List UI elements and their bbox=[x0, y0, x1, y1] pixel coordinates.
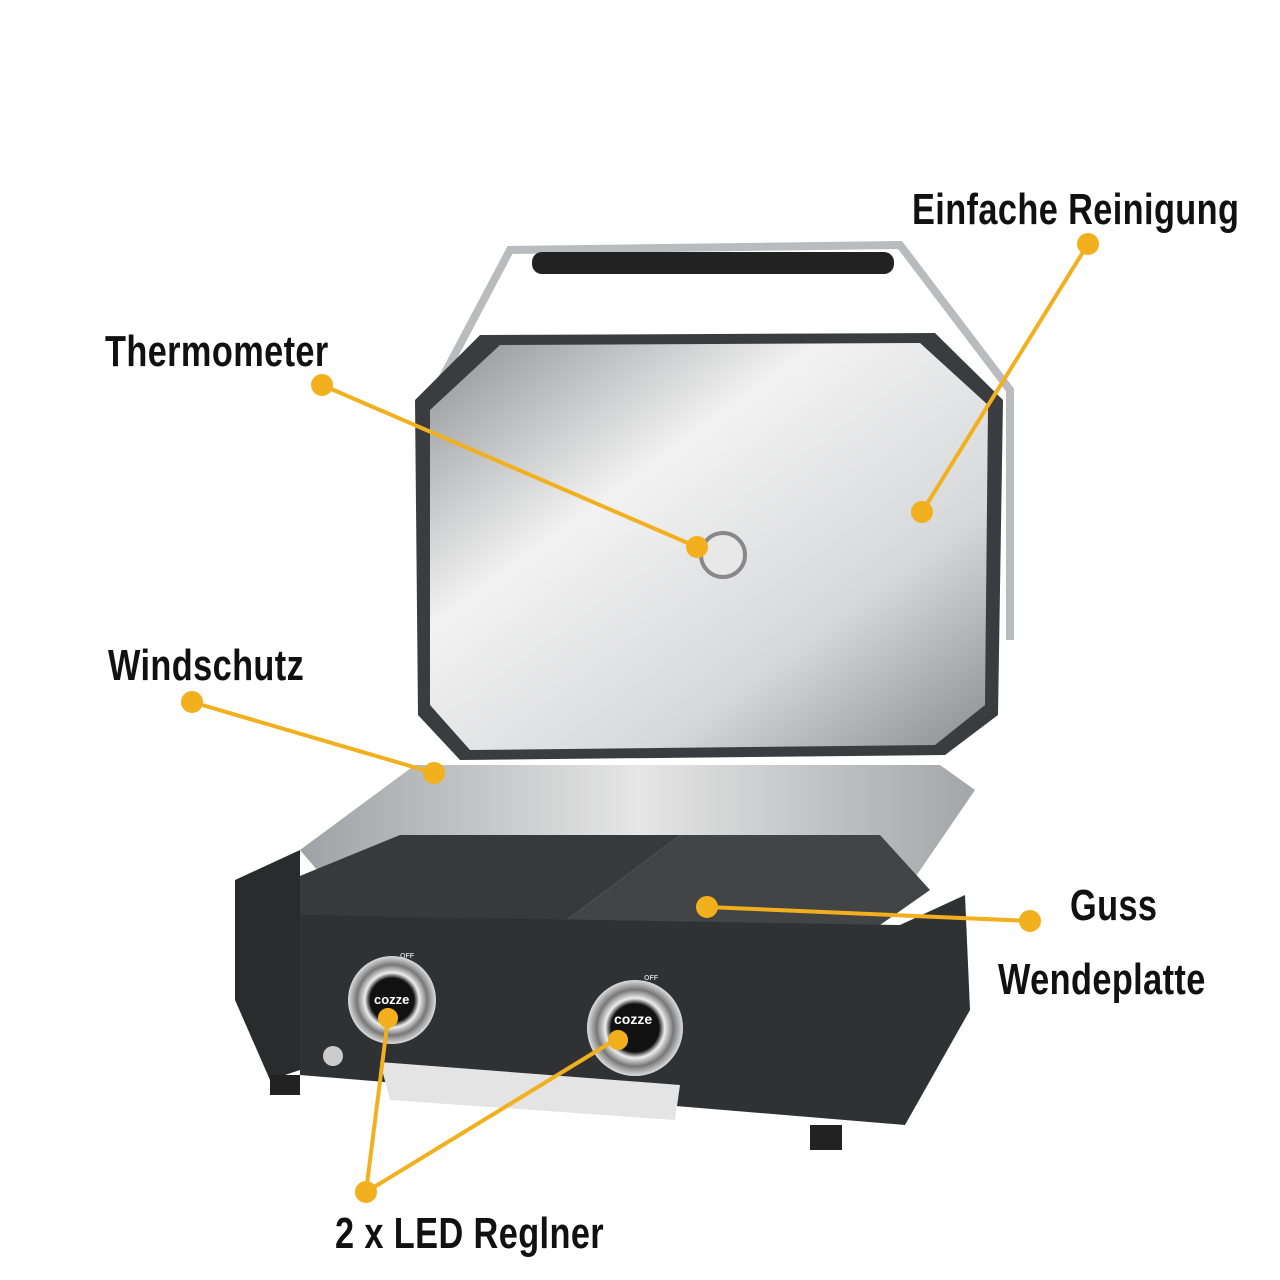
cast-plate-left bbox=[270, 835, 680, 925]
knob-right[interactable]: cozze OFF bbox=[587, 975, 683, 1076]
callout-lines-knobs bbox=[355, 1008, 628, 1203]
off-label: OFF bbox=[400, 953, 415, 960]
cast-plate-right bbox=[560, 835, 930, 925]
label-led-knobs: 2 x LED Reglner bbox=[335, 1209, 605, 1258]
label-cast-plate-line2: Wendeplatte bbox=[998, 955, 1206, 1004]
brand-logo: cozze bbox=[614, 1011, 652, 1027]
callout-lines bbox=[181, 233, 1099, 932]
brand-logo: cozze bbox=[374, 992, 409, 1007]
label-windshield: Windschutz bbox=[108, 641, 305, 690]
thermometer-gauge bbox=[699, 531, 747, 579]
lid-handle bbox=[416, 240, 1014, 640]
knob-left[interactable]: cozze OFF bbox=[348, 953, 436, 1044]
label-cast-plate-line1: Guss bbox=[1070, 881, 1158, 930]
label-thermometer: Thermometer bbox=[105, 327, 329, 376]
label-easy-cleaning: Einfache Reinigung bbox=[912, 185, 1240, 234]
off-label: OFF bbox=[644, 975, 659, 982]
